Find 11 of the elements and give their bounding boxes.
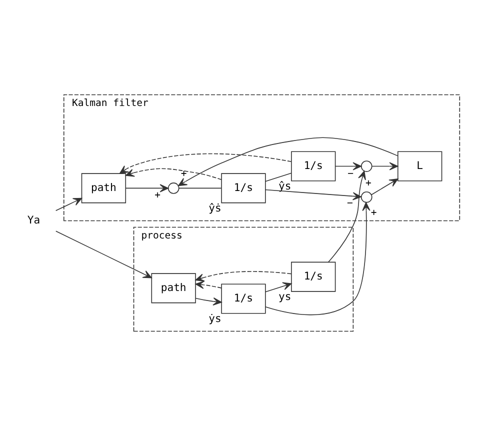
node-label: ŷs xyxy=(278,180,292,192)
edge-label: − xyxy=(347,197,353,208)
node-label: ŷ̇s xyxy=(208,202,222,214)
edge-label: + xyxy=(180,168,187,179)
node-label: ys xyxy=(278,290,292,302)
edge-label: + xyxy=(366,177,372,188)
edge-label: + xyxy=(154,190,161,201)
edge-label: + xyxy=(370,206,377,218)
edge-label: − xyxy=(348,168,354,179)
node-text: Ya xyxy=(27,214,40,226)
node-label: ẏs xyxy=(208,312,222,324)
